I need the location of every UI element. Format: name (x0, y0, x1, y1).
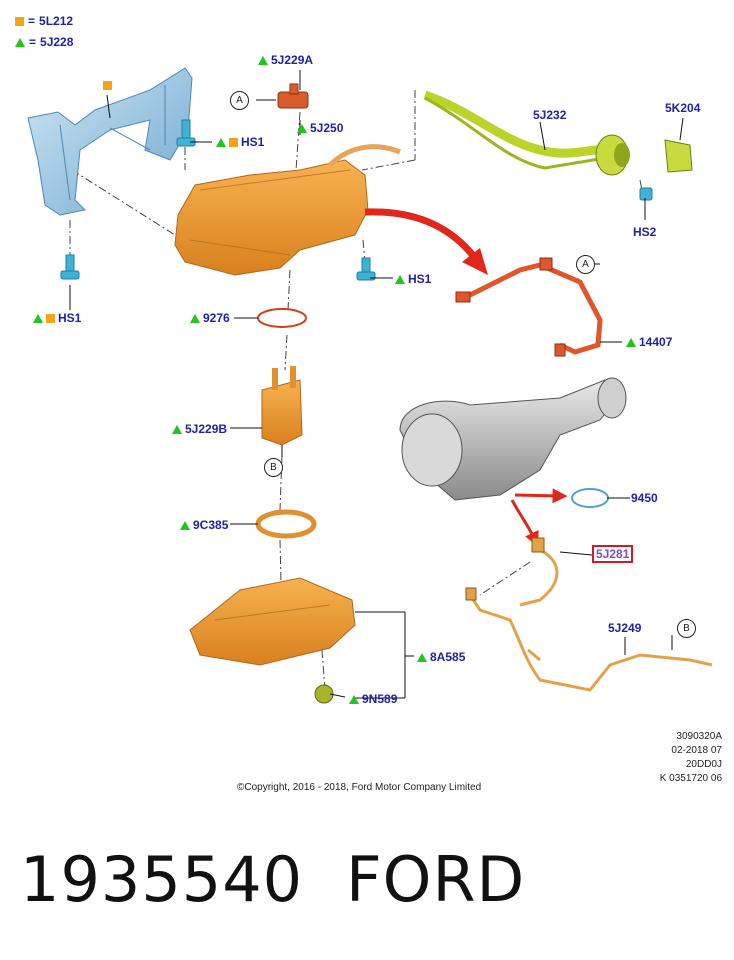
green-triangle-icon (216, 138, 226, 147)
callout-5K204: 5K204 (665, 101, 701, 115)
legend-item-triangle: =5J228 (15, 35, 73, 49)
copyright-notice: ©Copyright, 2016 - 2018, Ford Motor Comp… (237, 782, 482, 793)
seal-ring (257, 308, 307, 328)
ref-circle-a-harness: A (576, 255, 595, 274)
callout-5J281-text: 5J281 (592, 545, 634, 563)
green-triangle-icon (258, 56, 268, 65)
temp-sensor (531, 537, 545, 553)
callout-9276-text: 9276 (203, 311, 230, 325)
callout-5J250: 5J250 (297, 121, 343, 135)
red-arrow-sensor (510, 499, 539, 547)
green-triangle-icon (180, 521, 190, 530)
callout-9N589-text: 9N589 (362, 692, 398, 706)
red-arrowhead (462, 248, 488, 275)
tank-shield (189, 577, 356, 666)
equals-sign: = (28, 14, 36, 28)
callout-9C385: 9C385 (180, 518, 228, 532)
catalytic-converter (399, 377, 627, 501)
callout-5J281-highlighted: 5J281 (592, 545, 634, 563)
green-triangle-icon (349, 695, 359, 704)
gasket (571, 488, 609, 508)
callout-9N589: 9N589 (349, 692, 397, 706)
red-arrow-main (364, 208, 481, 265)
callout-5J229B-text: 5J229B (185, 422, 228, 436)
sensor-tip (465, 587, 477, 601)
callout-9276: 9276 (190, 311, 230, 325)
green-triangle-icon (172, 425, 182, 434)
callout-hs1-left-text: HS1 (58, 311, 82, 325)
callout-hs1-tank-text: HS1 (408, 272, 432, 286)
orange-square-icon (229, 138, 238, 147)
green-triangle-icon (417, 653, 427, 662)
ref-circle-a-top: A (230, 91, 249, 110)
callout-9450: 9450 (631, 491, 658, 505)
green-triangle-icon (395, 275, 405, 284)
top-sensor (277, 83, 309, 109)
bracket (27, 67, 193, 216)
bracket-square-icon (103, 81, 112, 90)
green-triangle-icon (33, 314, 43, 323)
callout-hs2: HS2 (633, 225, 657, 239)
vent-hose (328, 144, 401, 167)
legend-triangle-text: 5J228 (40, 35, 74, 49)
equals-sign: = (29, 35, 37, 49)
part-number: 1935540 (20, 843, 304, 916)
drawing-meta: 3090320A 02-2018 07 20DD0J K 0351720 06 (660, 730, 722, 786)
leader-lines (69, 70, 684, 699)
callout-14407: 14407 (626, 335, 672, 349)
callout-hs1-tank: HS1 (395, 272, 431, 286)
callout-5J229B: 5J229B (172, 422, 227, 436)
fuel-tank (174, 159, 369, 276)
filler-pipe (423, 90, 693, 176)
green-triangle-icon (626, 338, 636, 347)
callout-9C385-text: 9C385 (193, 518, 229, 532)
red-arrow-gasket (514, 488, 568, 504)
meta-line: K 0351720 06 (659, 773, 722, 784)
orange-square-icon (15, 17, 24, 26)
callout-5J232: 5J232 (533, 108, 567, 122)
orange-square-icon (46, 314, 55, 323)
legend-square-text: 5L212 (39, 14, 74, 28)
green-triangle-icon (297, 124, 307, 133)
ref-circle-b-sensor: B (677, 619, 696, 638)
green-triangle-icon (15, 38, 25, 47)
wiring-harness (455, 257, 603, 357)
nut (314, 684, 334, 704)
callout-14407-text: 14407 (639, 335, 673, 349)
callout-8A585: 8A585 (417, 650, 465, 664)
pump-module (261, 366, 303, 446)
meta-line: 02-2018 07 (671, 745, 722, 756)
lock-ring (255, 509, 317, 539)
meta-line: 20DD0J (685, 759, 722, 770)
callout-hs1-top: HS1 (216, 135, 264, 149)
legend-item-square: =5L212 (15, 14, 73, 28)
callout-5J249: 5J249 (608, 621, 642, 635)
meta-line: 3090320A (676, 731, 722, 742)
callout-8A585-text: 8A585 (430, 650, 466, 664)
callout-hs1-left: HS1 (33, 311, 81, 325)
callout-5J229A: 5J229A (258, 53, 313, 67)
green-triangle-icon (190, 314, 200, 323)
callout-5J250-text: 5J250 (310, 121, 344, 135)
callout-5J229A-text: 5J229A (271, 53, 314, 67)
ref-circle-b-pump: B (264, 458, 283, 477)
sensor-harness (468, 548, 713, 692)
callout-hs1-top-text: HS1 (241, 135, 265, 149)
brand-name: FORD (346, 843, 526, 916)
